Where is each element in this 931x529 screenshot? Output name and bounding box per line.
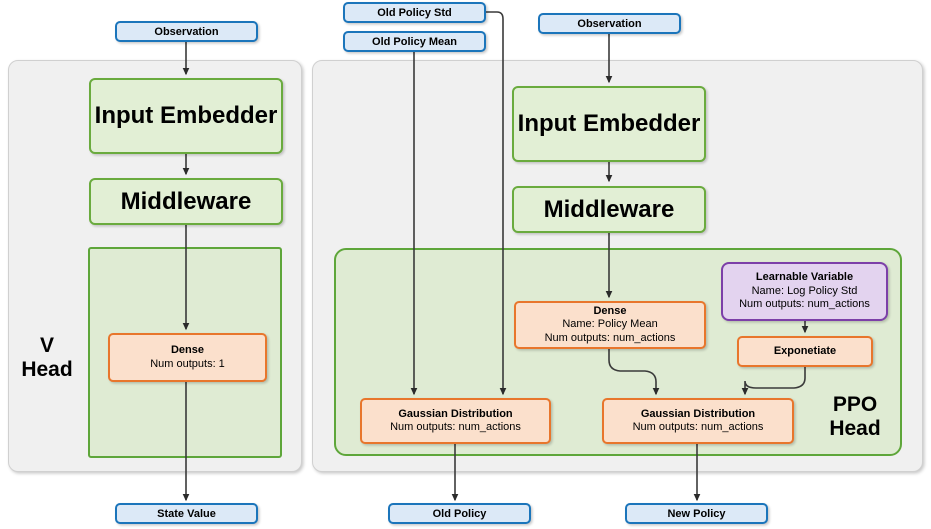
ppo-head-label-line1: PPO	[832, 393, 878, 417]
io-observation-ppo-label: Observation	[577, 17, 642, 30]
module-dense-policy-mean-name: Name: Policy Mean	[562, 318, 658, 331]
io-old-policy[interactable]: Old Policy	[388, 503, 531, 524]
v-head-label-line2: Head	[21, 358, 73, 381]
io-old-policy-std-label: Old Policy Std	[377, 6, 452, 19]
v-head-label: V Head	[14, 330, 80, 386]
module-dense-policy-mean-title: Dense	[593, 304, 627, 317]
io-state-value-label: State Value	[157, 507, 216, 520]
module-gaussian-distribution-old-outputs: Num outputs: num_actions	[390, 421, 521, 433]
module-middleware-v-label: Middleware	[120, 187, 252, 215]
module-gaussian-distribution-new-title: Gaussian Distribution	[640, 407, 756, 420]
module-gaussian-distribution-new[interactable]: Gaussian Distribution Num outputs: num_a…	[602, 398, 794, 444]
module-dense-v-outputs: Num outputs: 1	[150, 357, 225, 370]
module-dense-policy-mean-outputs: Num outputs: num_actions	[544, 331, 676, 344]
v-head-label-line1: V	[39, 334, 54, 358]
ppo-head-label: PPO Head	[815, 389, 895, 445]
module-input-embedder-ppo[interactable]: Input Embedder	[512, 86, 706, 162]
io-old-policy-std[interactable]: Old Policy Std	[343, 2, 486, 23]
module-input-embedder-v[interactable]: Input Embedder	[89, 78, 283, 154]
io-old-policy-mean[interactable]: Old Policy Mean	[343, 31, 486, 52]
module-middleware-ppo[interactable]: Middleware	[512, 186, 706, 233]
module-middleware-v[interactable]: Middleware	[89, 178, 283, 225]
io-new-policy[interactable]: New Policy	[625, 503, 768, 524]
module-dense-v-title: Dense	[170, 344, 205, 357]
module-gaussian-distribution-old[interactable]: Gaussian Distribution Num outputs: num_a…	[360, 398, 551, 444]
io-state-value[interactable]: State Value	[115, 503, 258, 524]
module-input-embedder-ppo-label: Input Embedder	[517, 110, 701, 137]
io-old-policy-label: Old Policy	[432, 507, 487, 520]
module-gaussian-distribution-old-title: Gaussian Distribution	[398, 407, 513, 420]
module-input-embedder-v-label: Input Embedder	[94, 102, 278, 129]
io-old-policy-mean-label: Old Policy Mean	[372, 35, 457, 48]
io-observation-v[interactable]: Observation	[115, 21, 258, 42]
io-observation-v-label: Observation	[154, 25, 219, 38]
module-learnable-variable-log-policy-std[interactable]: Learnable Variable Name: Log Policy Std …	[721, 262, 888, 321]
io-new-policy-label: New Policy	[667, 507, 726, 520]
io-observation-ppo[interactable]: Observation	[538, 13, 681, 34]
ppo-head-label-line2: Head	[829, 417, 881, 440]
module-middleware-ppo-label: Middleware	[543, 195, 675, 223]
module-learnable-variable-title: Learnable Variable	[755, 270, 854, 283]
module-gaussian-distribution-new-outputs: Num outputs: num_actions	[632, 421, 764, 433]
module-dense-v[interactable]: Dense Num outputs: 1	[108, 333, 267, 382]
module-learnable-variable-outputs: Num outputs: num_actions	[739, 298, 870, 311]
module-exponetiate-title: Exponetiate	[773, 344, 837, 357]
module-learnable-variable-name: Name: Log Policy Std	[751, 284, 858, 297]
module-exponetiate[interactable]: Exponetiate	[737, 336, 873, 367]
module-dense-policy-mean[interactable]: Dense Name: Policy Mean Num outputs: num…	[514, 301, 706, 349]
